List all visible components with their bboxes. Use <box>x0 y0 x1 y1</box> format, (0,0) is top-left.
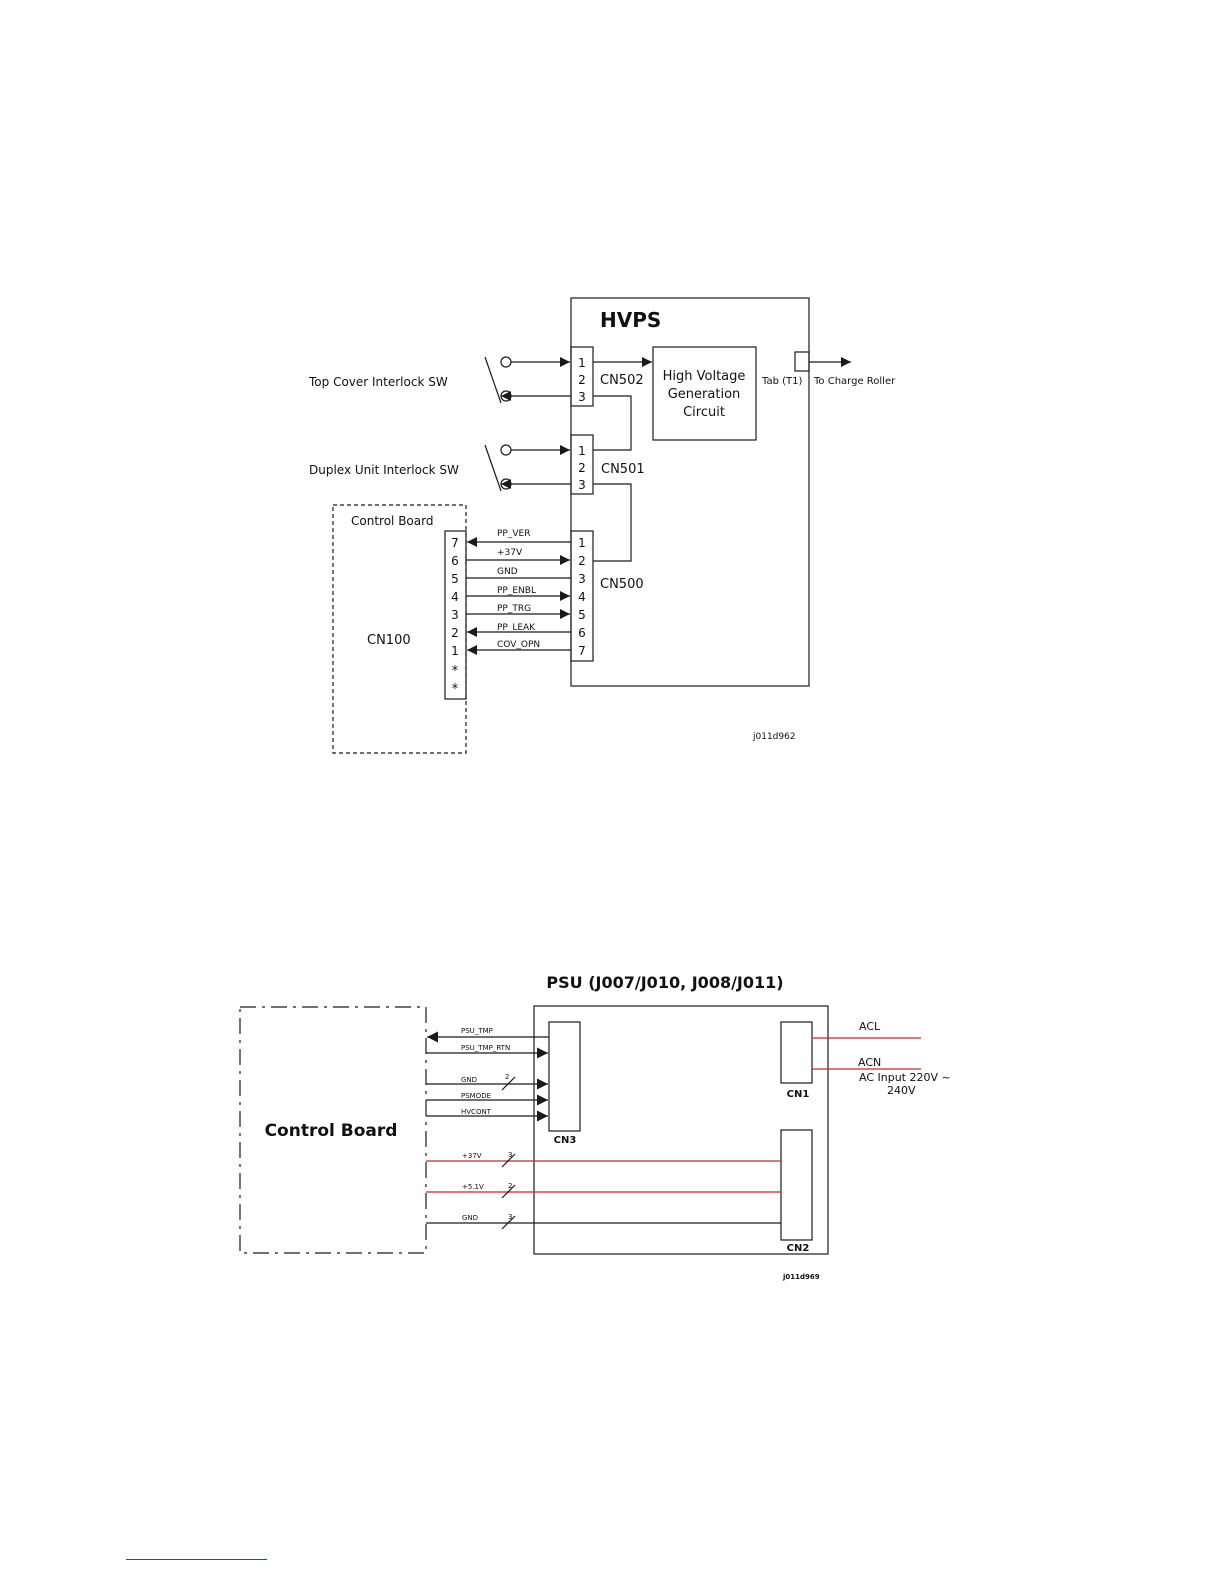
count-psu-51v: 2 <box>508 1182 512 1190</box>
signal-pp-enbl: PP_ENBL <box>497 586 536 596</box>
signal-gnd: GND <box>497 567 518 577</box>
signal-psmode: PSMODE <box>461 1092 491 1100</box>
hvps-control-board-box <box>332 504 467 754</box>
cn100-pin-6: 6 <box>451 554 459 568</box>
signal-pp-leak: PP_LEAK <box>497 623 536 633</box>
hvps-title: HVPS <box>600 308 661 332</box>
duplex-switch-blade <box>484 444 502 492</box>
signal-psu-gnd: GND <box>462 1214 478 1222</box>
psu-box <box>533 1005 829 1255</box>
cn2-label: CN2 <box>787 1243 810 1254</box>
psu-control-board-label: Control Board <box>265 1121 398 1141</box>
signal-37v: +37V <box>497 548 523 558</box>
cn100-connector <box>444 530 467 700</box>
cn500-pin-7: 7 <box>578 644 586 658</box>
count-psu-gnd: 3 <box>508 1213 512 1221</box>
top-cover-switch-label: Top Cover Interlock SW <box>308 375 448 389</box>
charge-roller-label: To Charge Roller <box>813 376 896 387</box>
cn2-connector <box>780 1129 813 1241</box>
loop-cn502-cn501 <box>593 395 632 451</box>
cn100-pin-4: 4 <box>451 590 459 604</box>
duplex-terminal-1 <box>500 444 512 456</box>
signal-pp-trg: PP_TRG <box>497 604 531 614</box>
cn501-connector <box>570 434 594 495</box>
cn500-pin-2: 2 <box>578 554 586 568</box>
cn3-connector <box>548 1021 581 1132</box>
cn500-connector <box>570 530 594 662</box>
cn501-pin-2: 2 <box>578 461 586 475</box>
cn100-pin-1: 1 <box>451 644 459 658</box>
cn500-label: CN500 <box>600 577 644 592</box>
loop-cn501-cn500 <box>593 483 632 562</box>
hvps-figure-code: j011d962 <box>752 732 796 742</box>
duplex-switch-label: Duplex Unit Interlock SW <box>309 463 459 477</box>
cn502-pin-3: 3 <box>578 390 586 404</box>
ac-input-line-1: AC Input 220V ~ <box>859 1071 951 1084</box>
tab-label: Tab (T1) <box>761 376 802 387</box>
signal-psu-tmp: PSU_TMP <box>461 1027 493 1035</box>
hv-circuit-line-3: Circuit <box>683 405 725 420</box>
slash-cn3-gnd <box>501 1076 516 1091</box>
signal-psu-tmp-rtn: PSU_TMP_RTN <box>461 1044 510 1052</box>
cn502-pin-2: 2 <box>578 373 586 387</box>
count-cn3-gnd: 2 <box>505 1073 509 1081</box>
cn502-connector <box>570 346 594 407</box>
cn501-pin-1: 1 <box>578 444 586 458</box>
cn500-pin-5: 5 <box>578 608 586 622</box>
hvps-box <box>570 297 810 687</box>
cn100-pin-star-2: * <box>452 682 459 697</box>
cn500-pin-4: 4 <box>578 590 586 604</box>
hv-circuit-line-1: High Voltage <box>663 369 746 384</box>
psu-control-board-box <box>239 1006 427 1254</box>
cn100-pin-3: 3 <box>451 608 459 622</box>
hvps-control-board-label: Control Board <box>351 514 433 528</box>
signal-hvcont: HVCONT <box>461 1108 492 1116</box>
count-psu-37v: 3 <box>508 1151 512 1159</box>
ac-input-line-2: 240V <box>887 1084 916 1097</box>
slash-psu-51v <box>501 1184 516 1199</box>
acl-label: ACL <box>859 1020 881 1033</box>
psu-title: PSU (J007/J010, J008/J011) <box>546 973 783 992</box>
cn501-pin-3: 3 <box>578 478 586 492</box>
cn500-pin-6: 6 <box>578 626 586 640</box>
signal-cn3-gnd: GND <box>461 1076 477 1084</box>
top-cover-switch-blade <box>484 356 502 404</box>
cn100-pin-5: 5 <box>451 572 459 586</box>
footnote-rule <box>126 1559 267 1560</box>
hvps-diagram: HVPS High Voltage Generation Circuit Tab… <box>308 297 896 754</box>
signal-psu-37v: +37V <box>462 1152 482 1160</box>
cn500-pin-3: 3 <box>578 572 586 586</box>
tab-t1 <box>794 351 810 372</box>
acn-label: ACN <box>858 1056 881 1069</box>
cn1-label: CN1 <box>787 1089 810 1100</box>
cn100-pin-star-1: * <box>452 664 459 679</box>
cn500-pin-1: 1 <box>578 536 586 550</box>
cn501-label: CN501 <box>601 462 645 477</box>
top-cover-terminal-1 <box>500 356 512 368</box>
cn3-label: CN3 <box>554 1135 577 1146</box>
cn100-pin-7: 7 <box>451 536 459 550</box>
slash-psu-37v <box>501 1153 516 1168</box>
psu-diagram: PSU (J007/J010, J008/J011) Control Board… <box>239 973 951 1281</box>
hv-circuit-box <box>652 346 757 441</box>
signal-pp-ver: PP_VER <box>497 529 530 539</box>
cn502-pin-1: 1 <box>578 356 586 370</box>
cn1-connector <box>780 1021 813 1084</box>
psu-figure-code: j011d969 <box>782 1273 820 1281</box>
slash-psu-gnd <box>501 1215 516 1230</box>
cn100-pin-2: 2 <box>451 626 459 640</box>
cn502-label: CN502 <box>600 373 644 388</box>
hv-circuit-line-2: Generation <box>668 387 741 402</box>
signal-cov-opn: COV_OPN <box>497 640 540 650</box>
cn100-label: CN100 <box>367 633 411 648</box>
signal-psu-51v: +5.1V <box>462 1183 484 1191</box>
